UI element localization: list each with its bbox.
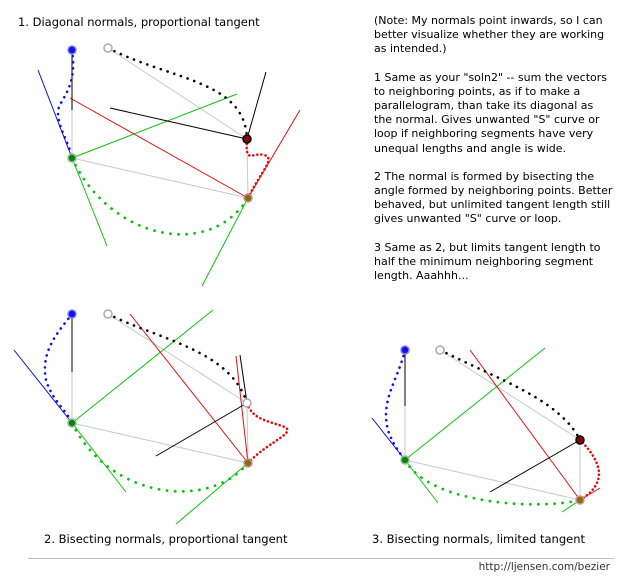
panel1-point-blue xyxy=(67,45,77,55)
notes-item-3: 3 Same as 2, but limits tangent length t… xyxy=(374,240,601,283)
panel3-point-blue xyxy=(400,345,410,355)
footer-divider xyxy=(28,558,614,559)
panel2-caption: 2. Bisecting normals, proportional tange… xyxy=(44,532,288,546)
panel2-black-tangent xyxy=(239,354,248,404)
notes-intro: (Note: My normals point inwards, so I ca… xyxy=(374,14,605,56)
panel2-point-white-2 xyxy=(103,309,113,319)
panel1-green-tangent xyxy=(71,157,108,247)
panel1-green-curve xyxy=(70,156,250,236)
panel3-blue-curve xyxy=(384,348,407,462)
panel1-green-normal xyxy=(71,93,238,159)
panel1-black-normal xyxy=(109,107,248,140)
panel1-caption: 1. Diagonal normals, proportional tangen… xyxy=(18,15,260,29)
panel2-blue-tangent xyxy=(13,349,73,424)
panel3-control-polygon xyxy=(404,349,581,501)
panel1-point-red xyxy=(242,134,252,144)
notes-item-2: 2 The normal is formed by bisecting the … xyxy=(374,169,613,226)
panel3-point-olive xyxy=(575,495,585,505)
panel1-red-normal xyxy=(69,97,249,199)
panel2-red-normal xyxy=(129,313,249,464)
panel1-black-tangent xyxy=(246,71,267,140)
panel2-green-tangent xyxy=(71,422,127,493)
panel2-red-curve xyxy=(245,401,289,465)
panel3-green-normal xyxy=(404,347,546,461)
panel1-point-green xyxy=(67,153,77,163)
panel2-point-white xyxy=(242,398,252,408)
notes-block: (Note: My normals point inwards, so I ca… xyxy=(374,14,614,297)
panel2-green-normal xyxy=(71,309,214,424)
panel2-black-curve xyxy=(106,312,249,405)
panel3-red-curve xyxy=(578,438,601,502)
panel2-green-curve xyxy=(70,421,250,493)
panel1-point-olive xyxy=(243,193,253,203)
panel1-point-white xyxy=(103,43,113,53)
panel2-point-blue xyxy=(67,309,77,319)
panel3-caption: 3. Bisecting normals, limited tangent xyxy=(372,532,585,546)
panel3-red-normal xyxy=(469,349,581,501)
panel3-point-red xyxy=(575,435,585,445)
footer-url[interactable]: http://ljensen.com/bezier xyxy=(478,561,610,573)
panel2-point-olive xyxy=(243,458,253,468)
panel3-green-curve xyxy=(403,458,582,506)
panel2-black-normal xyxy=(155,402,248,457)
panel2-point-green xyxy=(67,418,77,428)
panel3-point-white xyxy=(435,345,445,355)
panel1-blue-curve xyxy=(56,48,75,160)
panel3-point-green xyxy=(400,455,410,465)
panel1-black-curve xyxy=(106,46,249,141)
notes-item-1: 1 Same as your "soln2" -- sum the vector… xyxy=(374,70,608,155)
panel2-red-tangent xyxy=(235,355,249,464)
panel2-blue-curve xyxy=(43,312,74,425)
panel1-red-curve xyxy=(245,137,270,200)
panel1-green-tangent-2 xyxy=(201,197,249,287)
panel3-black-normal xyxy=(489,439,581,493)
